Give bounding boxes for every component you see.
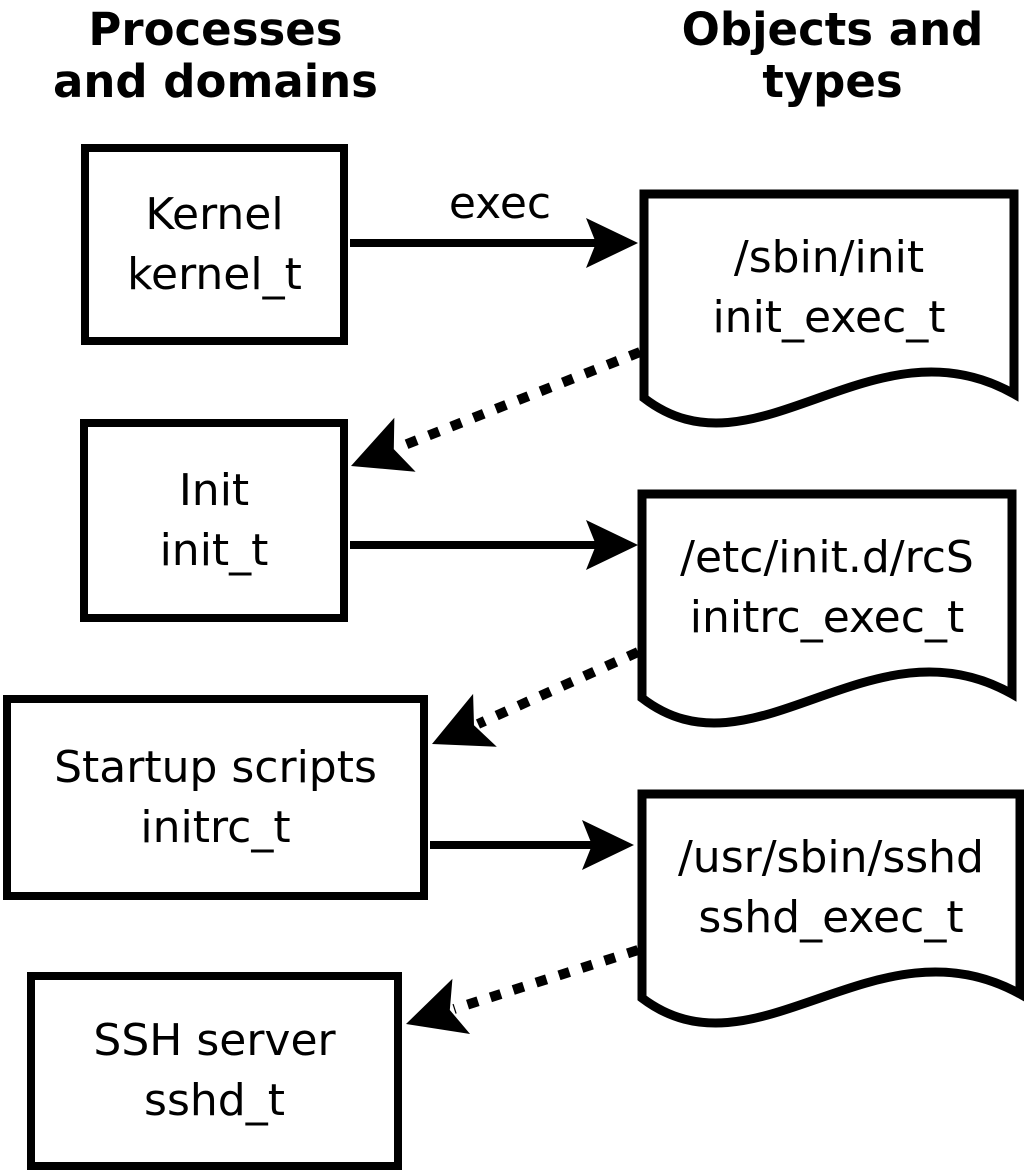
process-name: SSH server <box>93 1015 336 1066</box>
object-type: init_exec_t <box>712 292 946 343</box>
transition-arrowhead-icon <box>406 978 471 1034</box>
column-header-processes: Processes and domains <box>18 4 413 108</box>
process-domain: init_t <box>159 524 269 576</box>
process-name: Init <box>178 464 250 516</box>
object-node-usr-sbin-sshd-label: /usr/sbin/sshd sshd_exec_t <box>648 798 1014 978</box>
object-node-sbin-init-shape <box>639 189 1019 428</box>
object-type: sshd_exec_t <box>698 892 964 943</box>
process-domain: sshd_t <box>144 1075 285 1126</box>
object-node-sbin-init-label: /sbin/init init_exec_t <box>650 198 1008 378</box>
process-node-kernel: Kernel kernel_t <box>81 144 348 345</box>
column-header-objects: Objects and types <box>635 4 1024 108</box>
process-node-init: Init init_t <box>80 419 348 622</box>
process-name: Startup scripts <box>54 741 377 793</box>
object-node-usr-sbin-sshd-shape <box>637 789 1024 1028</box>
column-header-line: types <box>762 55 903 108</box>
column-header-line: and domains <box>53 55 378 108</box>
exec-arrowhead-icon <box>582 820 634 870</box>
transition-arrow-sbin-init-to-init <box>395 347 642 453</box>
exec-arrowhead-icon <box>586 218 638 268</box>
transition-arrow-rcs-to-initrc <box>475 647 641 729</box>
transition-arrowhead-icon <box>351 417 416 472</box>
process-node-sshd: SSH server sshd_t <box>27 972 402 1170</box>
object-path: /sbin/init <box>733 232 925 283</box>
object-node-etc-initd-rcs-label: /etc/init.d/rcS initrc_exec_t <box>648 498 1006 678</box>
object-path: /usr/sbin/sshd <box>677 832 984 883</box>
object-type: initrc_exec_t <box>689 592 965 643</box>
object-node-etc-initd-rcs-shape <box>637 489 1017 728</box>
column-header-line: Processes <box>88 3 343 56</box>
transition-arrow-sshd-exec-to-sshd <box>452 945 640 1014</box>
process-domain: initrc_t <box>140 801 291 853</box>
column-header-line: Objects and <box>681 3 984 56</box>
object-path: /etc/init.d/rcS <box>680 532 974 583</box>
exec-arrowhead-icon <box>586 520 638 570</box>
process-node-initrc: Startup scripts initrc_t <box>3 695 428 900</box>
process-domain: kernel_t <box>127 248 302 300</box>
transition-arrowhead-icon <box>432 693 497 747</box>
edge-label-exec: exec <box>448 178 552 229</box>
process-name: Kernel <box>145 188 284 240</box>
